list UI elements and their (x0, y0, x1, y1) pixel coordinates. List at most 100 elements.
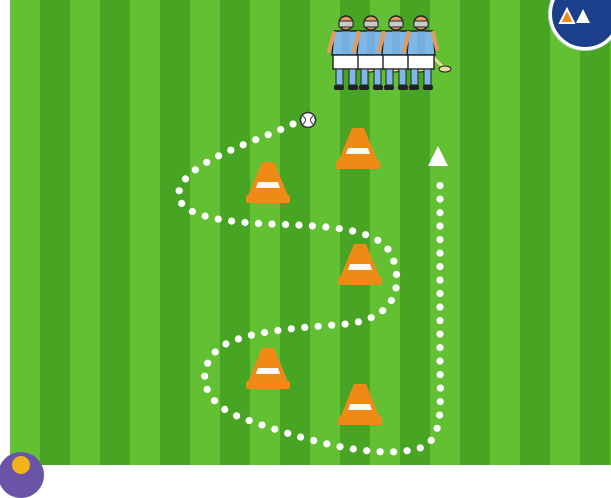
path-dot (436, 182, 443, 189)
grass-stripe (40, 0, 70, 465)
path-dot (436, 344, 443, 351)
path-dot (265, 131, 272, 138)
grass-stripe (280, 0, 310, 465)
level-badge (0, 452, 44, 498)
path-dot (363, 447, 370, 454)
path-dot (178, 200, 185, 207)
path-dot (437, 398, 444, 405)
grass-stripe (550, 0, 580, 465)
grass-stripe (100, 0, 130, 465)
path-dot (309, 222, 316, 229)
grass-stripe (190, 0, 220, 465)
path-dot (289, 120, 296, 127)
path-dot (436, 196, 443, 203)
path-dot (436, 358, 443, 365)
path-dot (388, 297, 395, 304)
path-dot (362, 231, 369, 238)
path-dot (379, 307, 386, 314)
grass-stripe (580, 0, 610, 465)
path-dot (349, 227, 356, 234)
path-dot (436, 277, 443, 284)
path-dot (241, 219, 248, 226)
grass-stripe (460, 0, 490, 465)
path-dot (301, 324, 308, 331)
path-dot (240, 141, 247, 148)
path-dot (284, 430, 291, 437)
grass-stripe (520, 0, 550, 465)
drill-diagram (10, 0, 611, 465)
path-dot (437, 371, 444, 378)
path-dot (261, 329, 268, 336)
path-dot (355, 318, 362, 325)
sliotar-ball-icon (301, 113, 316, 128)
path-dot (436, 304, 443, 311)
path-dot (390, 448, 397, 455)
path-dot (436, 412, 443, 419)
grass-stripe (70, 0, 100, 465)
path-dot (201, 373, 208, 380)
path-dot (222, 340, 229, 347)
pitch (10, 0, 611, 465)
path-dot (393, 271, 400, 278)
grass-stripe (250, 0, 280, 465)
path-dot (189, 208, 196, 215)
path-dot (203, 159, 210, 166)
path-dot (192, 166, 199, 173)
path-dot (428, 437, 435, 444)
grass-stripe (160, 0, 190, 465)
path-dot (368, 314, 375, 321)
path-dot (248, 332, 255, 339)
path-dot (436, 250, 443, 257)
path-dot (392, 284, 399, 291)
path-dot (436, 236, 443, 243)
path-dot (228, 218, 235, 225)
grass-stripe (490, 0, 520, 465)
path-dot (436, 290, 443, 297)
path-dot (268, 221, 275, 228)
path-dot (436, 223, 443, 230)
path-dot (227, 147, 234, 154)
path-dot (384, 246, 391, 253)
path-dot (282, 221, 289, 228)
path-dot (221, 406, 228, 413)
path-dot (274, 327, 281, 334)
path-dot (235, 335, 242, 342)
path-dot (436, 331, 443, 338)
path-dot (342, 321, 349, 328)
path-dot (374, 237, 381, 244)
path-dot (323, 440, 330, 447)
path-dot (215, 152, 222, 159)
grass-stripe (10, 0, 40, 465)
grass-stripe (130, 0, 160, 465)
path-dot (404, 447, 411, 454)
path-dot (255, 220, 262, 227)
path-dot (377, 448, 384, 455)
path-dot (211, 397, 218, 404)
path-dot (336, 443, 343, 450)
path-dot (437, 385, 444, 392)
path-dot (182, 175, 189, 182)
path-dot (271, 426, 278, 433)
path-dot (215, 216, 222, 223)
path-dot (417, 444, 424, 451)
path-dot (288, 325, 295, 332)
path-dot (258, 421, 265, 428)
grass-stripes (10, 0, 611, 465)
path-dot (277, 126, 284, 133)
path-dot (252, 136, 259, 143)
path-dot (176, 187, 183, 194)
path-dot (336, 225, 343, 232)
path-dot (434, 425, 441, 432)
path-dot (233, 412, 240, 419)
cone-badge-icon (558, 5, 598, 25)
path-dot (390, 258, 397, 265)
level-dot (12, 456, 30, 474)
grass-stripe (220, 0, 250, 465)
path-dot (350, 445, 357, 452)
path-dot (328, 322, 335, 329)
path-dot (436, 209, 443, 216)
path-dot (315, 323, 322, 330)
path-dot (204, 360, 211, 367)
path-dot (204, 386, 211, 393)
path-dot (295, 222, 302, 229)
